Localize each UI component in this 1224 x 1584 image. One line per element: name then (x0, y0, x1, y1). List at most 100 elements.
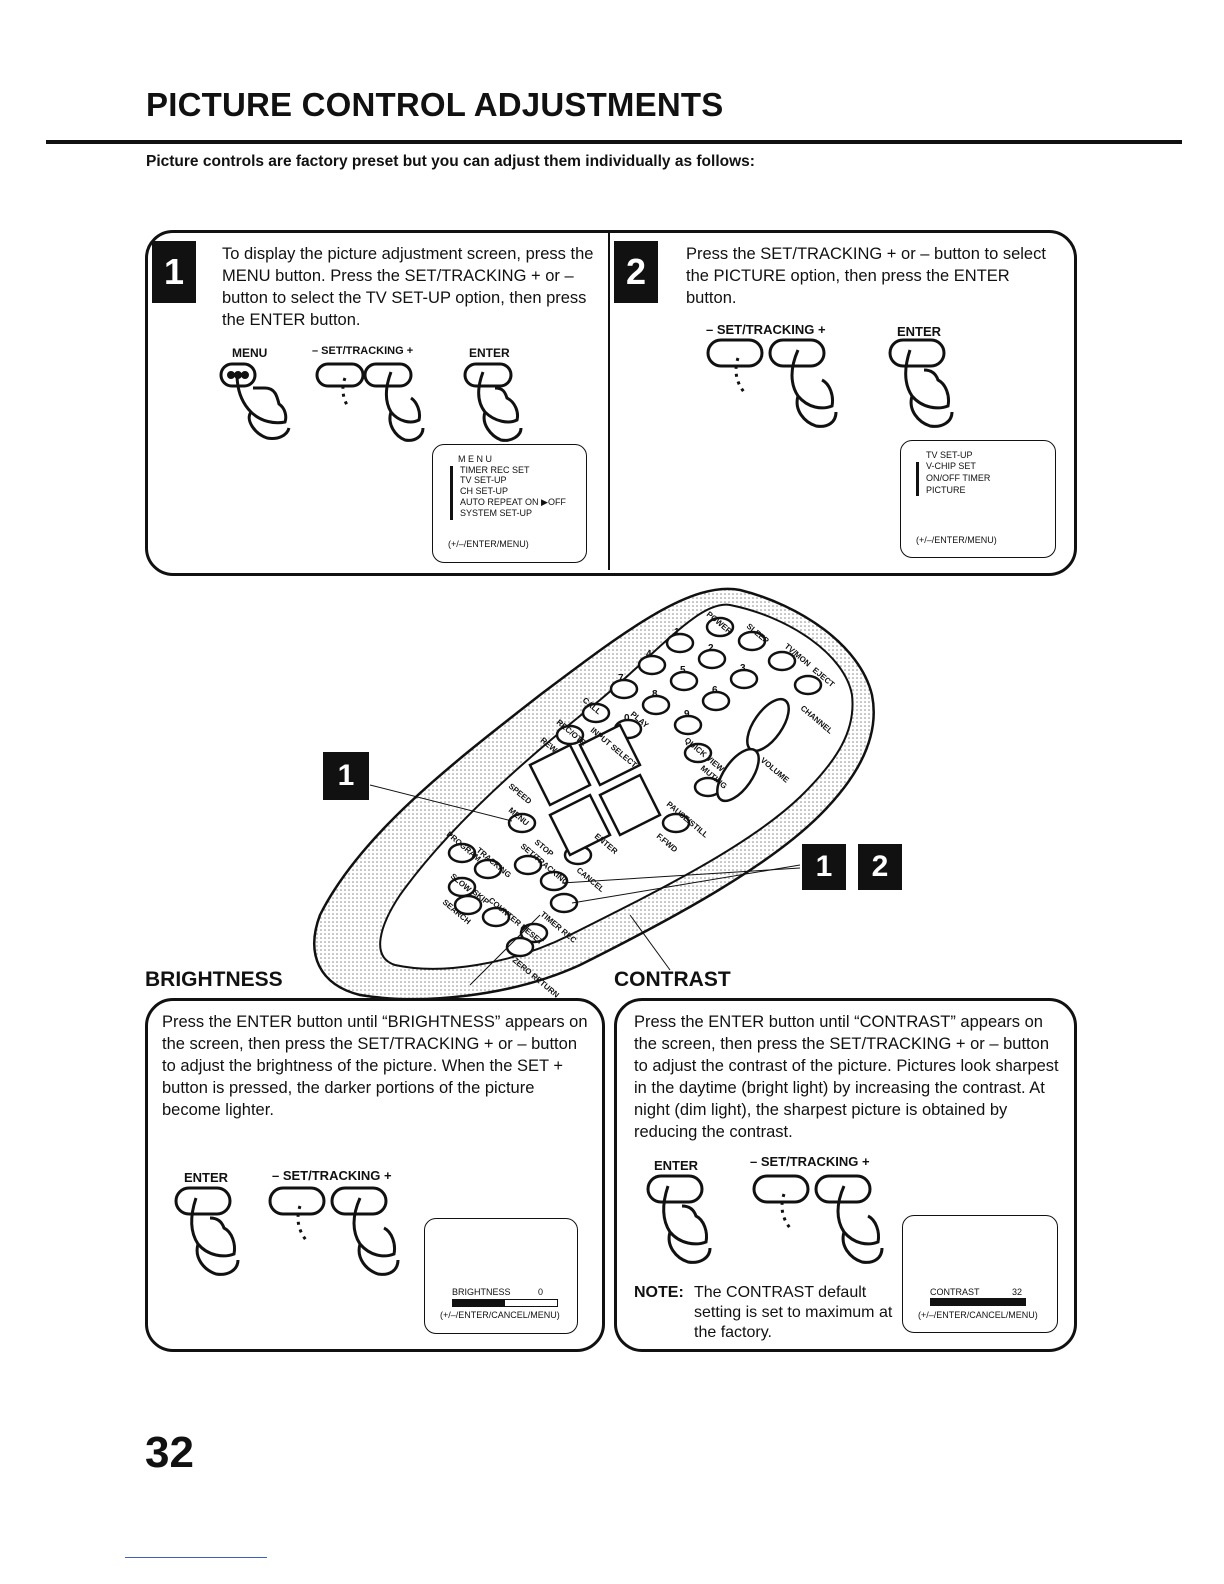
power-button[interactable] (705, 616, 735, 638)
quick-view-button[interactable] (683, 742, 713, 764)
remote-control-illustration: POWER SLEEP TV/MON EJECT CALL INPUT SELE… (313, 587, 875, 1001)
enter-button-icon (888, 338, 954, 428)
brightness-settracking-label: – SET/TRACKING + (272, 1168, 392, 1183)
step-1-menu-label: MENU (232, 346, 268, 360)
contrast-text: Press the ENTER button until “CONTRAST” … (634, 1013, 1059, 1141)
remote-callout-1: 1 (323, 752, 369, 800)
digit-7-button[interactable] (609, 678, 639, 700)
step-2-hands-illustration (706, 338, 954, 428)
set-tracking-buttons-icon (706, 338, 838, 428)
timer-rec-button[interactable] (519, 922, 549, 944)
zero-return-button[interactable] (505, 936, 535, 958)
remote-callout-2: 2 (858, 844, 902, 890)
digit-8-label: 8 (652, 689, 658, 700)
callout-line-enter (571, 864, 801, 904)
brightness-level-bar (452, 1299, 505, 1307)
brightness-osd-footer: (+/–/ENTER/CANCEL/MENU) (440, 1310, 560, 1320)
enter-button-icon (463, 362, 523, 442)
step-1-osd-item: TV SET-UP (460, 475, 507, 485)
transport-keys (528, 697, 790, 857)
enter-button[interactable] (549, 892, 579, 914)
step-2-osd-title: TV SET-UP (926, 450, 973, 460)
pause-still-button[interactable] (661, 812, 691, 834)
digit-0-label: 0 (624, 713, 630, 724)
digit-9-label: 9 (684, 709, 690, 720)
program-button[interactable] (447, 842, 477, 864)
step-1-badge: 1 (152, 241, 196, 303)
digit-5-button[interactable] (669, 670, 699, 692)
contrast-osd-footer: (+/–/ENTER/CANCEL/MENU) (918, 1310, 1038, 1320)
step-2-osd-item: PICTURE (926, 485, 966, 495)
f-fwd-button[interactable] (598, 773, 662, 837)
callout-line-brightness (469, 914, 541, 986)
digit-6-button[interactable] (701, 690, 731, 712)
play-button[interactable] (578, 723, 642, 787)
step-1-osd-item: AUTO REPEAT ON ▶OFF (460, 497, 566, 507)
contrast-note-label: NOTE: (634, 1284, 684, 1301)
step-2-osd-item: ON/OFF TIMER (926, 473, 991, 483)
step-1-menu-screen (432, 444, 587, 563)
brightness-text: Press the ENTER button until “BRIGHTNESS… (162, 1013, 588, 1119)
step-2-osd-item: V-CHIP SET (926, 461, 976, 471)
eject-button[interactable] (793, 674, 823, 696)
brightness-screen (424, 1218, 578, 1334)
call-button[interactable] (581, 702, 611, 724)
set-tracking-plus-button[interactable] (539, 870, 569, 892)
contrast-note-text: The CONTRAST default setting is set to m… (694, 1284, 893, 1341)
step-1-osd-footer: (+/–/ENTER/MENU) (448, 539, 529, 549)
volume-rocker[interactable] (709, 742, 766, 807)
digit-1-button[interactable] (665, 632, 695, 654)
step-2-tvsetup-screen (900, 440, 1056, 558)
contrast-osd-value: 32 (1012, 1287, 1023, 1297)
step-2-osd-cursor (916, 462, 925, 496)
set-tracking-buttons-icon (268, 1186, 400, 1276)
step-1-osd-cursor (450, 466, 459, 520)
digit-1-label: 1 (674, 627, 680, 638)
step-1-settracking-label: – SET/TRACKING + (312, 345, 414, 357)
contrast-heading: CONTRAST (614, 968, 731, 991)
step-1-hands-illustration (219, 362, 523, 442)
brightness-osd-label: BRIGHTNESS (452, 1287, 511, 1297)
digit-7-label: 7 (618, 673, 624, 684)
brightness-enter-label: ENTER (184, 1170, 229, 1185)
remote-callout-1b: 1 (802, 844, 846, 890)
steps-divider (608, 233, 610, 570)
step-1-osd-item: CH SET-UP (460, 486, 509, 496)
callout-line-menu (369, 784, 513, 822)
sleep-button[interactable] (737, 630, 767, 652)
set-tracking-buttons-icon (752, 1174, 884, 1264)
contrast-osd-label: CONTRAST (930, 1287, 980, 1297)
digit-2-button[interactable] (697, 648, 727, 670)
contrast-hands-illustration (646, 1174, 884, 1264)
digit-9-button[interactable] (673, 714, 703, 736)
step-2-text: Press the SET/TRACKING + or – button to … (686, 245, 1046, 307)
digit-4-button[interactable] (637, 654, 667, 676)
brightness-osd-value: 0 (538, 1287, 544, 1297)
menu-button[interactable] (507, 812, 537, 834)
digit-6-label: 6 (712, 685, 718, 696)
step-2-enter-label: ENTER (897, 324, 942, 339)
rew-button[interactable] (528, 743, 592, 807)
digit-4-label: 4 (646, 649, 652, 660)
skip-button[interactable] (453, 894, 483, 916)
contrast-screen (902, 1215, 1058, 1333)
brightness-hands-illustration (174, 1186, 400, 1276)
step-1-enter-label: ENTER (469, 346, 510, 360)
step-2-osd-footer: (+/–/ENTER/MENU) (916, 535, 997, 545)
title-rule (46, 140, 1182, 144)
tracking-button[interactable] (473, 858, 503, 880)
counter-reset-button[interactable] (481, 906, 511, 928)
step-1-text: To display the picture adjustment screen… (222, 245, 594, 329)
stop-button[interactable] (548, 793, 612, 857)
brightness-heading: BRIGHTNESS (145, 968, 283, 991)
page-number: 32 (145, 1428, 194, 1477)
step-2-settracking-label: – SET/TRACKING + (706, 322, 826, 337)
tvmon-button[interactable] (767, 650, 797, 672)
callout-line-set (561, 867, 801, 884)
set-tracking-minus-button[interactable] (513, 854, 543, 876)
menu-button-icon (219, 362, 291, 440)
page-subtitle: Picture controls are factory preset but … (146, 153, 755, 170)
digit-3-label: 3 (740, 663, 746, 674)
digit-8-button[interactable] (641, 694, 671, 716)
digit-3-button[interactable] (729, 668, 759, 690)
